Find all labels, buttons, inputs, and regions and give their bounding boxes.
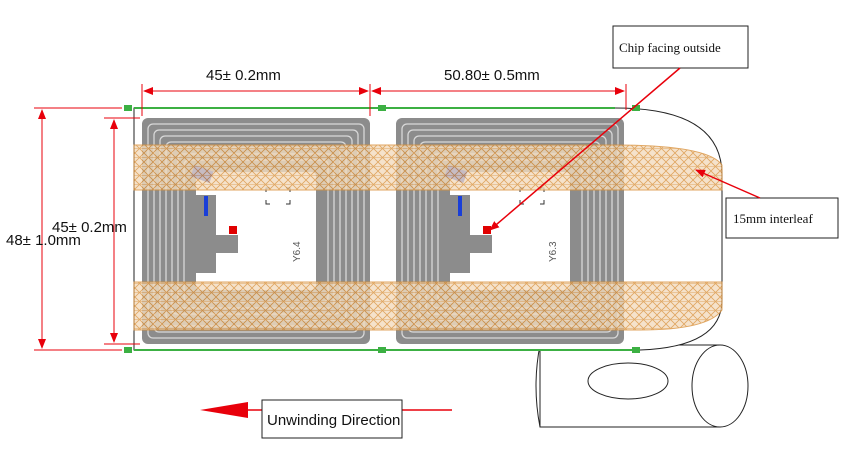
chip-2 [483,226,491,234]
interleaf-callout-label: 15mm interleaf [733,211,813,226]
chip-1 [229,226,237,234]
bridge-1 [204,196,208,216]
web-width-label: 48± 1.0mm [6,232,81,249]
interleaf [133,144,723,331]
interleaf-callout: 15mm interleaf [695,169,839,239]
unwinding-direction-label: Unwinding Direction [267,412,400,429]
unwinding-direction: Unwinding Direction [200,399,452,439]
chip-callout-label: Chip facing outside [619,40,721,55]
inlay-version-2: Y6.3 [548,241,559,262]
inlay-width-label: 45± 0.2mm [206,67,281,84]
pitch-label: 50.80± 0.5mm [444,67,540,84]
bridge-2 [458,196,462,216]
inlay-height-label: 45± 0.2mm [52,219,127,236]
roll [535,344,749,428]
roll-core [587,362,669,400]
inlay-version-1: Y6.4 [292,241,303,262]
chip-callout: Chip facing outside [489,25,749,231]
dimension-lines [34,84,627,351]
direction-arrow-head [200,402,248,418]
